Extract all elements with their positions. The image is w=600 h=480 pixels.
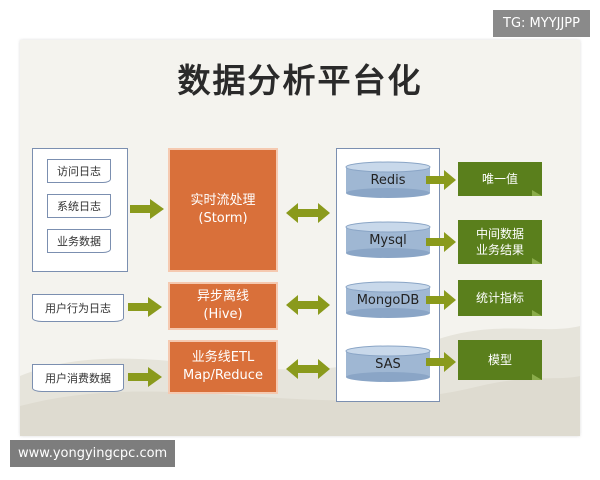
result-r2-line1: 中间数据 [475,227,524,241]
cylinder-icon [345,345,431,382]
page-fold-icon [532,374,542,380]
cylinder-icon [345,221,431,258]
source-group-box: 访问日志 系统日志 业务数据 [32,148,128,272]
arrow-right-icon [130,199,164,219]
storage-redis: Redis [345,161,431,199]
process-offline-line2: (Hive) [203,307,243,322]
cylinder-icon [345,161,431,198]
cylinder-icon [345,281,431,318]
page-fold-icon [532,310,542,316]
page-title: 数据分析平台化 [177,61,423,100]
watermark-url: www.yongyingcpc.com [10,440,176,467]
result-r1-line1: 唯一值 [481,172,518,186]
process-offline-line1: 异步离线 [196,289,249,304]
source-doc-system-log: 系统日志 [47,194,111,218]
source-behavior-log: 用户行为日志 [32,294,124,322]
process-etl-line1: 业务线ETL [191,350,255,365]
storage-mysql-label: Mysql [369,233,407,248]
arrow-bidirectional-icon [286,359,330,379]
process-etl-mapreduce: 业务线ETL Map/Reduce [168,340,278,394]
result-r3-line1: 统计指标 [475,291,524,305]
storage-sas-label: SAS [375,357,401,372]
result-intermediate-data: 中间数据 业务结果 [458,220,542,264]
storage-mysql: Mysql [345,221,431,259]
result-unique-value: 唯一值 [458,162,542,196]
watermark-tg: TG: MYYJJPP [493,10,590,37]
storage-sas: SAS [345,345,431,383]
storage-redis-label: Redis [370,173,406,188]
arrow-bidirectional-icon [286,295,330,315]
arrow-bidirectional-icon [286,203,330,223]
process-etl-line2: Map/Reduce [183,368,263,383]
storage-mongodb-label: MongoDB [356,293,420,308]
result-model: 模型 [458,340,542,380]
background-wave [20,326,580,436]
process-realtime-line1: 实时流处理 [190,193,256,208]
process-realtime-storm: 实时流处理 (Storm) [168,148,278,272]
result-statistics: 统计指标 [458,280,542,316]
arrow-right-icon [128,297,162,317]
source-doc-business-data: 业务数据 [47,229,111,253]
process-offline-hive: 异步离线 (Hive) [168,282,278,330]
arrow-right-icon [426,352,456,372]
diagram-slide: 数据分析平台化 访问日志 系统日志 业务数据 用户行为日志 用户消费数据 实时流… [20,40,580,436]
page-fold-icon [532,258,542,264]
arrow-right-icon [128,367,162,387]
process-realtime-line2: (Storm) [198,211,248,226]
storage-group-box: Redis Mysql MongoDB SAS [336,148,440,402]
source-consumption-data: 用户消费数据 [32,364,124,392]
page-fold-icon [532,190,542,196]
storage-mongodb: MongoDB [345,281,431,319]
arrow-right-icon [426,170,456,190]
arrow-right-icon [426,290,456,310]
source-doc-access-log: 访问日志 [47,159,111,183]
result-r2-line2: 业务结果 [475,243,524,257]
result-r4-line1: 模型 [487,353,512,367]
arrow-right-icon [426,232,456,252]
